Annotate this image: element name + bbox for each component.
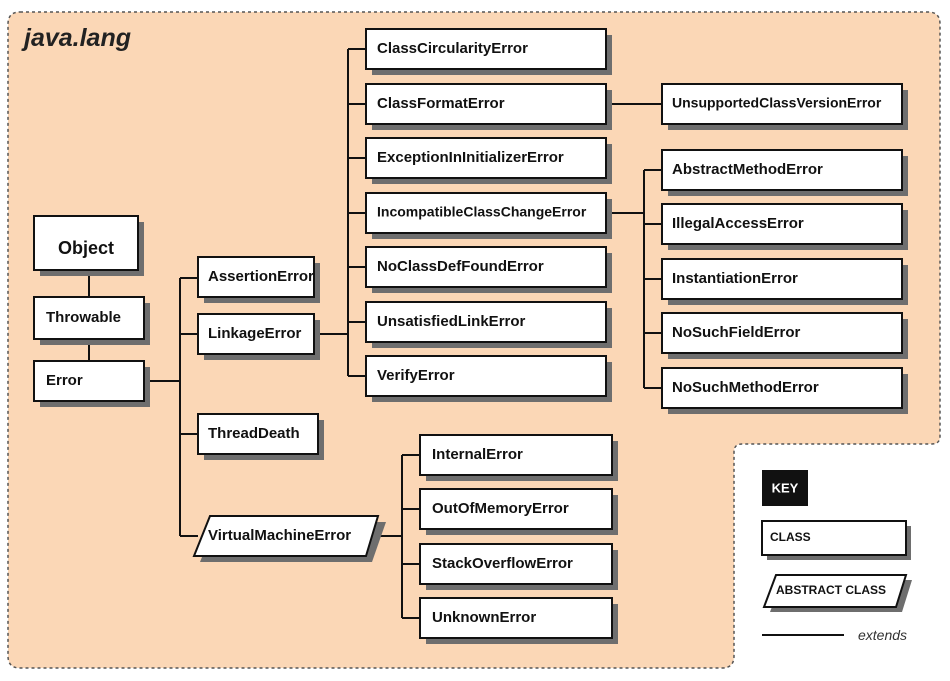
class-abstract-method-error: AbstractMethodError bbox=[661, 149, 908, 196]
class-exception-in-initializer-error: ExceptionInInitializerError bbox=[365, 137, 612, 184]
class-verify-error: VerifyError bbox=[365, 355, 612, 402]
class-class-format-error: ClassFormatError bbox=[365, 83, 612, 130]
class-incompatible-class-change-error: IncompatibleClassChangeError bbox=[365, 192, 612, 239]
class-out-of-memory-error: OutOfMemoryError bbox=[419, 488, 618, 535]
class-instantiation-error-label: InstantiationError bbox=[672, 270, 798, 287]
class-no-class-def-found-error-label: NoClassDefFoundError bbox=[377, 258, 544, 275]
class-stack-overflow-error-label: StackOverflowError bbox=[432, 555, 573, 572]
class-unsatisfied-link-error-label: UnsatisfiedLinkError bbox=[377, 313, 526, 330]
inheritance-lines bbox=[88, 48, 662, 619]
class-virtual-machine-error-label: VirtualMachineError bbox=[208, 527, 351, 544]
class-linkage-error: LinkageError bbox=[197, 313, 320, 360]
class-internal-error: InternalError bbox=[419, 434, 618, 481]
class-error-label: Error bbox=[46, 372, 83, 389]
class-internal-error-label: InternalError bbox=[432, 446, 523, 463]
class-verify-error-label: VerifyError bbox=[377, 367, 455, 384]
class-thread-death: ThreadDeath bbox=[197, 413, 324, 460]
class-illegal-access-error: IllegalAccessError bbox=[661, 203, 908, 250]
class-assertion-error: AssertionError bbox=[197, 256, 320, 303]
class-abstract-method-error-label: AbstractMethodError bbox=[672, 161, 823, 178]
legend-abstract-class-swatch bbox=[762, 574, 908, 608]
legend-title: KEY bbox=[772, 480, 799, 495]
class-no-such-method-error: NoSuchMethodError bbox=[661, 367, 908, 414]
class-throwable-label: Throwable bbox=[46, 309, 121, 326]
package-label: java.lang bbox=[21, 24, 131, 52]
legend-extends-label: extends bbox=[858, 627, 907, 643]
class-linkage-error-label: LinkageError bbox=[208, 325, 302, 342]
class-thread-death-label: ThreadDeath bbox=[208, 425, 300, 442]
class-unsupported-class-version-error: UnsupportedClassVersionError bbox=[661, 83, 908, 130]
class-throwable: Throwable bbox=[33, 296, 150, 345]
class-error: Error bbox=[33, 360, 150, 407]
class-class-format-error-label: ClassFormatError bbox=[377, 95, 505, 112]
class-no-class-def-found-error: NoClassDefFoundError bbox=[365, 246, 612, 293]
class-assertion-error-label: AssertionError bbox=[208, 268, 314, 285]
class-exception-in-initializer-error-label: ExceptionInInitializerError bbox=[377, 149, 564, 166]
class-class-circularity-error-label: ClassCircularityError bbox=[377, 40, 528, 57]
legend-class-swatch bbox=[761, 520, 907, 556]
class-virtual-machine-error: VirtualMachineError bbox=[192, 515, 386, 562]
legend-abstract-class-label: ABSTRACT CLASS bbox=[776, 583, 886, 597]
class-unknown-error-label: UnknownError bbox=[432, 609, 536, 626]
class-illegal-access-error-label: IllegalAccessError bbox=[672, 215, 804, 232]
class-unsupported-class-version-error-label: UnsupportedClassVersionError bbox=[672, 95, 882, 111]
legend: KEY CLASS ABSTRACT CLASS extends bbox=[761, 470, 912, 643]
class-class-circularity-error: ClassCircularityError bbox=[365, 28, 612, 75]
class-no-such-method-error-label: NoSuchMethodError bbox=[672, 379, 819, 396]
class-no-such-field-error: NoSuchFieldError bbox=[661, 312, 908, 359]
class-object: Object bbox=[33, 215, 144, 276]
legend-title-box bbox=[762, 470, 808, 506]
class-unknown-error: UnknownError bbox=[419, 597, 618, 644]
class-object-label: Object bbox=[58, 238, 114, 258]
class-unsatisfied-link-error: UnsatisfiedLinkError bbox=[365, 301, 612, 348]
class-incompatible-class-change-error-label: IncompatibleClassChangeError bbox=[377, 204, 587, 220]
class-instantiation-error: InstantiationError bbox=[661, 258, 908, 305]
class-out-of-memory-error-label: OutOfMemoryError bbox=[432, 500, 569, 517]
legend-class-label: CLASS bbox=[770, 530, 811, 544]
class-stack-overflow-error: StackOverflowError bbox=[419, 543, 618, 590]
class-no-such-field-error-label: NoSuchFieldError bbox=[672, 324, 801, 341]
